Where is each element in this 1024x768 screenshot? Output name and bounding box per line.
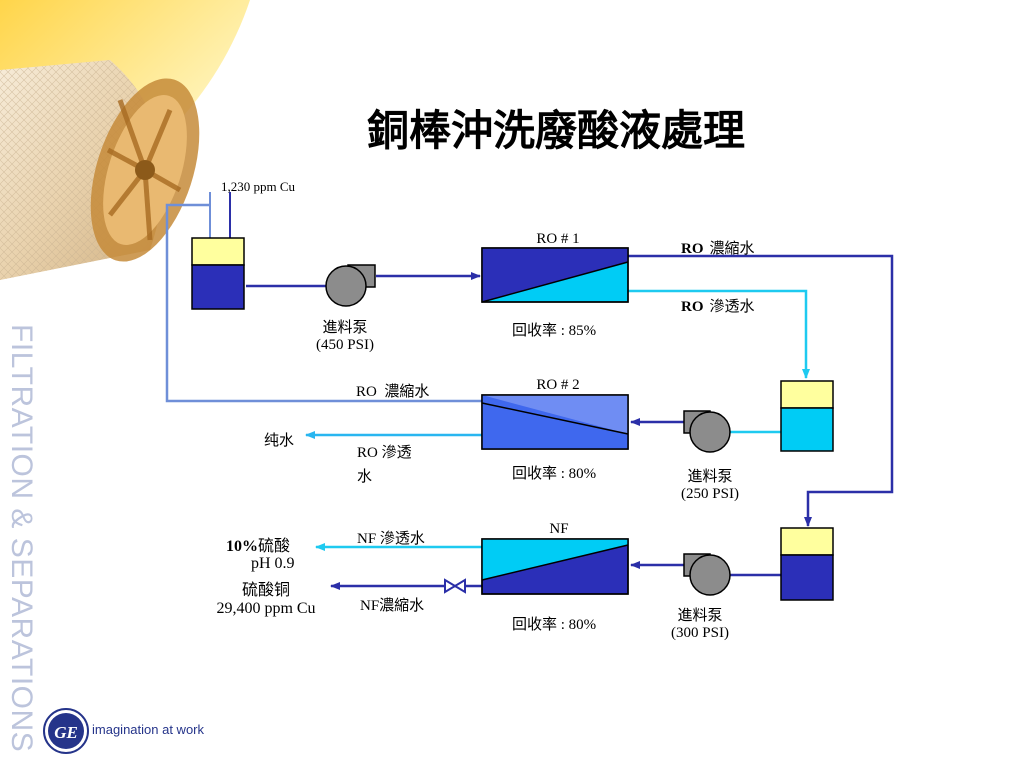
pump2-pressure: (250 PSI)	[681, 486, 739, 502]
acid-name: 硫酸	[258, 537, 290, 555]
ro2-permeate-label-line2: 水	[357, 468, 372, 485]
ro1-permeate-label: RO 滲透水	[681, 298, 755, 315]
pump1-label: 進料泵	[322, 319, 367, 336]
background-decoration	[0, 0, 250, 280]
pump3-label: 進料泵	[677, 607, 722, 624]
nf-label: NF	[549, 521, 568, 537]
pump3-pressure: (300 PSI)	[671, 625, 729, 641]
feed-concentration-label: 1,230 ppm Cu	[221, 179, 296, 194]
nf-recovery-label: 回收率 : 80%	[512, 616, 596, 633]
copper-sulfate-concentration: 29,400 ppm Cu	[216, 600, 315, 617]
ro1-permeate-text: 滲透水	[710, 298, 755, 315]
ro1-concentrate-label: RO 濃縮水	[681, 240, 755, 257]
ro1-permeate-line	[628, 289, 810, 379]
side-brand-text: FILTRATION & SEPARATIONS	[4, 324, 44, 764]
ro1-membrane-module	[481, 247, 629, 303]
pump-1-icon	[325, 264, 376, 307]
ge-logo-icon: GE	[43, 708, 89, 754]
brand-tagline: imagination at work	[92, 722, 204, 737]
nf-membrane-module	[481, 538, 629, 595]
pump-2-icon	[683, 410, 731, 453]
ro1-concentrate-text: 濃縮水	[710, 240, 755, 257]
brand-footer: imagination at work	[40, 704, 240, 756]
acid-ph-label: pH 0.9	[251, 555, 295, 572]
ro1-concentrate-bold: RO	[681, 241, 704, 257]
ro2-membrane-module	[481, 394, 629, 450]
nf-concentrate-label: NF濃縮水	[360, 597, 424, 614]
pump-3-icon	[683, 553, 731, 596]
ro2-concentrate-recycle-line	[165, 203, 482, 403]
ro1-recovery-label: 回收率 : 85%	[512, 322, 596, 339]
ro2-recovery-label: 回收率 : 80%	[512, 465, 596, 482]
acid-concentration: 10%	[226, 538, 258, 555]
membrane-cartridge-image	[0, 60, 200, 280]
tank-3	[780, 527, 834, 601]
ro2-label: RO # 2	[536, 377, 579, 393]
tank-1	[191, 237, 245, 310]
ro1-label: RO # 1	[536, 231, 579, 247]
copper-sulfate-label: 硫酸铜	[242, 581, 290, 599]
nf-permeate-label: NF 滲透水	[357, 530, 425, 547]
pure-water-label: 纯水	[264, 432, 294, 449]
side-brand-label: FILTRATION & SEPARATIONS	[5, 324, 38, 753]
ge-logo-letters: GE	[54, 723, 78, 742]
valve-icon	[444, 578, 466, 594]
tank-2	[780, 380, 834, 452]
acid-product-label: 10%硫酸	[226, 537, 290, 555]
pump1-pressure: (450 PSI)	[316, 337, 374, 353]
ro1-concentrate-line	[628, 254, 894, 527]
ro1-permeate-bold: RO	[681, 299, 704, 315]
ro2-concentrate-label: RO 濃縮水	[356, 383, 429, 400]
slide-title: 銅棒沖洗廢酸液處理	[367, 106, 745, 155]
pump2-label: 進料泵	[687, 468, 732, 485]
ro2-permeate-label-line1: RO 滲透	[357, 444, 412, 461]
